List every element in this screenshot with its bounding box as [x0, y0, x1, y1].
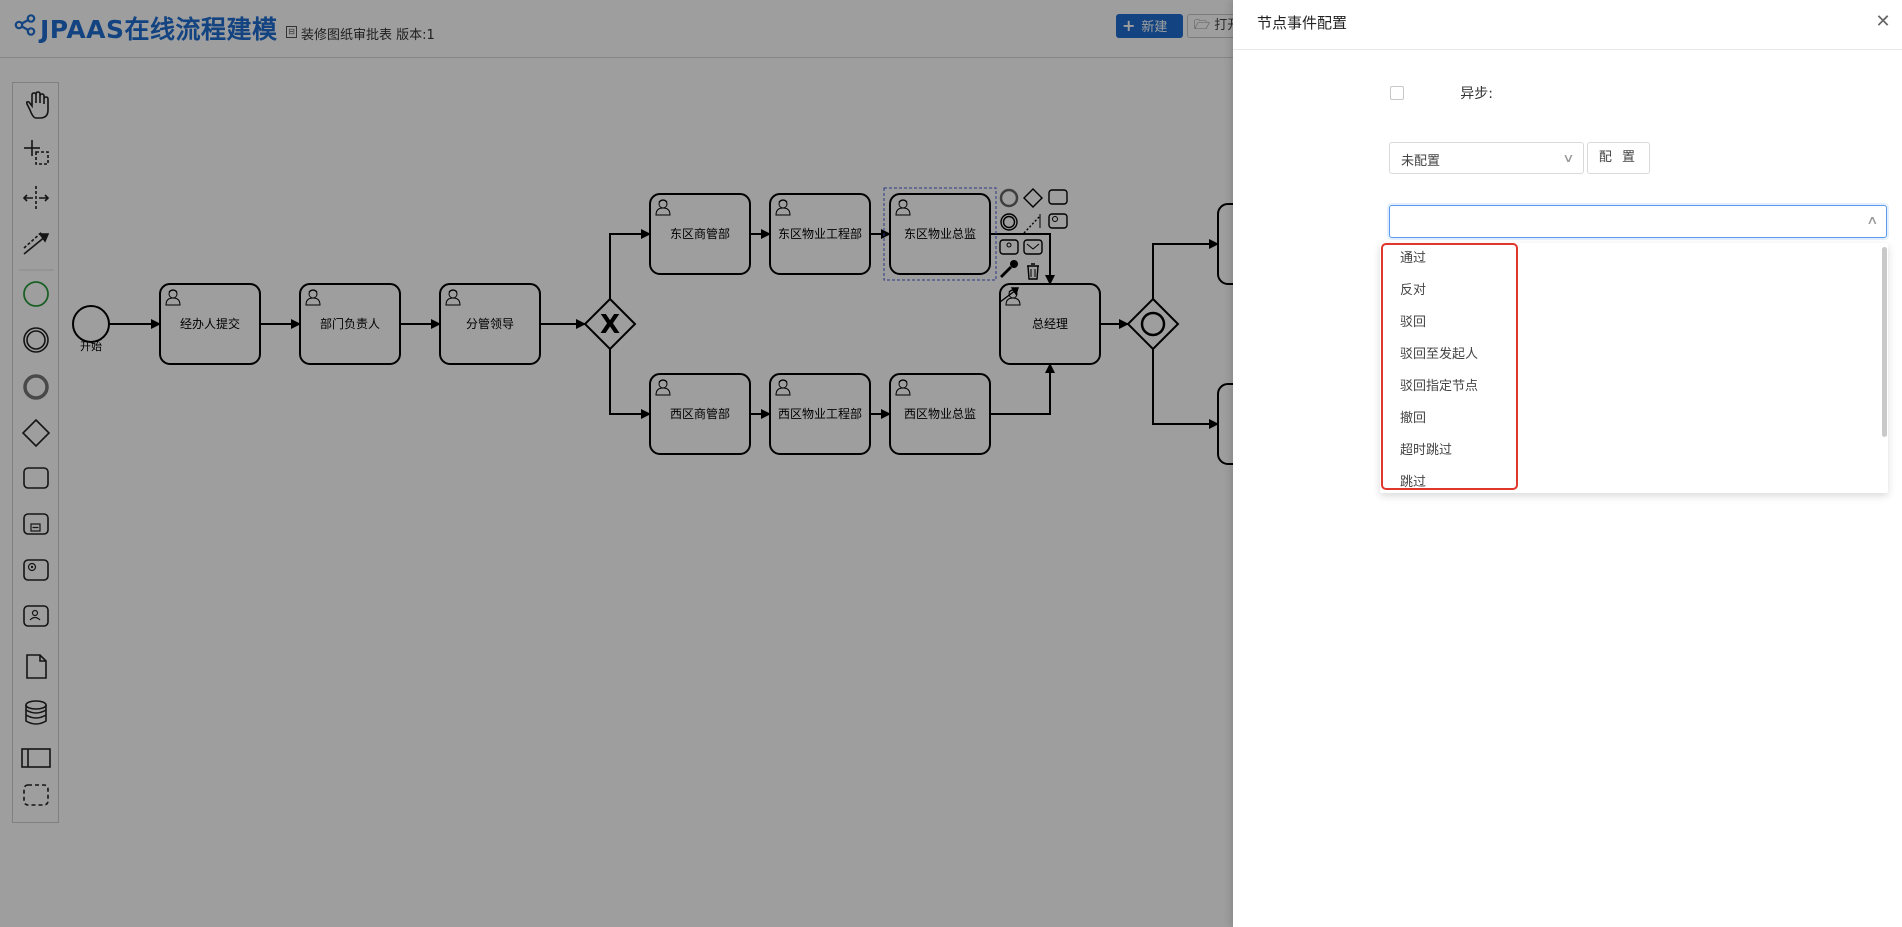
task-dept-head[interactable]: 部门负责人 — [299, 283, 401, 365]
drawer-title: 节点事件配置 — [1257, 14, 1348, 32]
flow-east3-gm[interactable] — [990, 233, 1055, 285]
task-east-director-label: 东区物业总监 — [904, 227, 976, 241]
chevron-down-icon: ∨ — [1562, 151, 1575, 165]
dropdown-option-reject-to-node[interactable]: 驳回指定节点 — [1400, 379, 1479, 394]
task-west-engineering-label: 西区物业工程部 — [778, 406, 862, 421]
task-west-engineering[interactable]: 西区物业工程部 — [769, 373, 871, 455]
interface-type-select[interactable]: 未配置 ∨ — [1389, 142, 1584, 174]
task-right-lower[interactable] — [1217, 383, 1233, 465]
task-east-engineering[interactable]: 东区物业工程部 — [769, 193, 871, 275]
exclusive-gateway-symbol: X — [600, 310, 620, 340]
task-west-director[interactable]: 西区物业总监 — [889, 373, 991, 455]
process-modeler: JPAAS在线流程建模 ⊟ 装修图纸审批表 版本:1 + 新建 🗁 打开 — [0, 0, 1233, 927]
flow-gateway-west[interactable] — [609, 349, 651, 419]
connect-tool-icon[interactable] — [23, 231, 50, 255]
dropdown-option-timeout-skip[interactable]: 超时跳过 — [1400, 443, 1453, 458]
intermediate-event-icon[interactable] — [23, 327, 49, 353]
open-button-label: 打开 — [1214, 18, 1233, 33]
service-task-icon[interactable] — [23, 559, 49, 581]
task-icon[interactable] — [23, 467, 49, 489]
approval-action-select[interactable]: ∨ — [1389, 205, 1887, 238]
modal-mask[interactable] — [0, 0, 1233, 927]
dropdown-option-skip[interactable]: 跳过 — [1400, 475, 1427, 490]
context-pad — [999, 188, 1068, 303]
task-right-upper[interactable] — [1217, 203, 1233, 285]
task-west-business-label: 西区商管部 — [670, 406, 730, 421]
share-nodes-icon — [14, 14, 36, 36]
dropdown-option-reject-to-initiator[interactable]: 驳回至发起人 — [1400, 347, 1479, 362]
task-submit-label: 经办人提交 — [180, 316, 240, 331]
close-icon[interactable]: ✕ — [1875, 11, 1891, 32]
pool-icon[interactable] — [21, 748, 51, 768]
context-user-task-icon[interactable] — [999, 239, 1019, 255]
task-gm[interactable]: 总经理 — [999, 283, 1101, 365]
dropdown-option-reject[interactable]: 驳回 — [1400, 315, 1427, 330]
hand-tool-icon[interactable] — [25, 91, 49, 119]
interface-type-value: 未配置 — [1401, 154, 1441, 169]
new-button-label: 新建 — [1141, 20, 1168, 35]
task-east-engineering-label: 东区物业工程部 — [778, 226, 862, 241]
task-east-business[interactable]: 东区商管部 — [649, 193, 751, 275]
context-end-event-icon[interactable] — [999, 188, 1019, 208]
gateway-icon[interactable] — [21, 418, 51, 448]
folder-icon: 🗁 — [1194, 18, 1211, 33]
start-event[interactable] — [72, 305, 110, 343]
user-task-icon[interactable] — [23, 605, 49, 627]
data-object-icon[interactable] — [26, 654, 47, 679]
drawer-header: 节点事件配置 ✕ — [1233, 0, 1902, 50]
end-event-icon[interactable] — [23, 374, 49, 400]
task-gm-label: 总经理 — [1032, 317, 1068, 331]
open-button[interactable]: 🗁 打开 — [1187, 14, 1233, 38]
async-label: 异步: — [1460, 86, 1493, 102]
task-leader[interactable]: 分管领导 — [439, 283, 541, 365]
second-gateway[interactable] — [1126, 297, 1180, 351]
async-checkbox[interactable] — [1390, 86, 1404, 100]
flow-west3-gm[interactable] — [990, 363, 1055, 415]
annotation-highlight-box — [1381, 243, 1518, 490]
dropdown-option-oppose[interactable]: 反对 — [1400, 283, 1427, 298]
context-mail-icon[interactable] — [1023, 239, 1043, 255]
start-event-label: 开始 — [80, 339, 102, 353]
task-leader-label: 分管领导 — [466, 316, 514, 331]
task-west-business[interactable]: 西区商管部 — [649, 373, 751, 455]
new-button[interactable]: + 新建 — [1116, 14, 1183, 38]
modeler-header: JPAAS在线流程建模 ⊟ 装修图纸审批表 版本:1 + 新建 🗁 打开 — [0, 0, 1233, 58]
context-connect-tool-icon[interactable] — [999, 287, 1019, 303]
data-store-icon[interactable] — [25, 700, 47, 725]
approval-action-dropdown: 通过 反对 驳回 驳回至发起人 驳回指定节点 撤回 超时跳过 跳过 — [1380, 243, 1888, 493]
exclusive-gateway[interactable]: X — [583, 297, 637, 351]
space-tool-icon[interactable] — [22, 186, 50, 210]
process-version-info: 装修图纸审批表 版本:1 — [301, 28, 435, 43]
app-title: JPAAS在线流程建模 — [40, 15, 278, 44]
context-delete-icon[interactable] — [1027, 263, 1039, 280]
task-west-director-label: 西区物业总监 — [904, 407, 976, 421]
tool-palette — [12, 82, 59, 823]
task-submit[interactable]: 经办人提交 — [159, 283, 261, 365]
flow-gateway-east[interactable] — [609, 229, 651, 299]
task-east-business-label: 东区商管部 — [670, 226, 730, 241]
context-gateway-icon[interactable] — [1023, 188, 1043, 208]
dropdown-option-withdraw[interactable]: 撤回 — [1400, 411, 1427, 426]
task-dept-head-label: 部门负责人 — [320, 316, 380, 331]
dropdown-scrollbar[interactable] — [1882, 247, 1887, 437]
flow-gateway2-lower[interactable] — [1152, 349, 1219, 429]
start-event-icon[interactable] — [23, 281, 49, 307]
context-wrench-icon[interactable] — [1000, 260, 1018, 278]
document-icon: ⊟ — [286, 26, 297, 38]
chevron-up-icon: ∨ — [1866, 214, 1879, 228]
subprocess-icon[interactable] — [23, 513, 49, 535]
lasso-tool-icon[interactable] — [24, 140, 49, 165]
group-icon[interactable] — [23, 784, 49, 806]
flow-gateway2-upper[interactable] — [1152, 239, 1219, 299]
config-button[interactable]: 配 置 — [1587, 142, 1650, 174]
context-task-icon[interactable] — [1048, 189, 1068, 205]
dropdown-option-pass[interactable]: 通过 — [1400, 251, 1427, 266]
bpmn-canvas[interactable]: 开始 经办人提交 部门负责人 分管领导 X — [60, 59, 1233, 927]
task-east-director[interactable]: 东区物业总监 — [883, 187, 997, 281]
context-intermediate-icon[interactable] — [1000, 213, 1018, 231]
context-service-task-icon[interactable] — [1048, 213, 1068, 229]
plus-icon: + — [1122, 16, 1136, 35]
